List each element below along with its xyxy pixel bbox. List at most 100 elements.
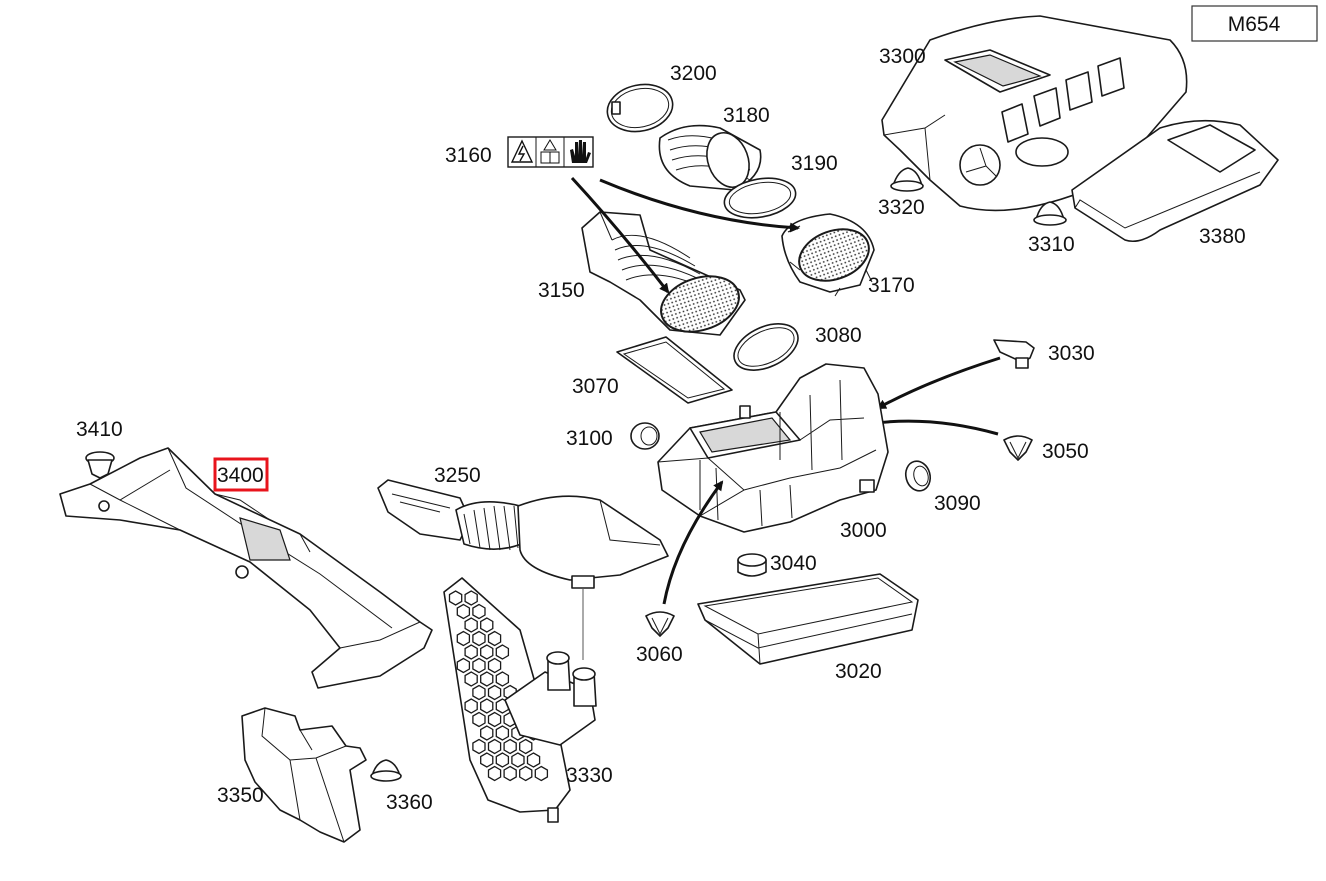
label-3350[interactable]: 3350 xyxy=(217,784,264,807)
label-3190[interactable]: 3190 xyxy=(791,152,838,175)
honeycomb-cell xyxy=(519,738,533,755)
label-3330[interactable]: 3330 xyxy=(566,764,613,787)
model-code-label: M654 xyxy=(1228,13,1281,36)
clamp-3200[interactable] xyxy=(603,79,677,138)
honeycomb-panel-3330[interactable] xyxy=(443,577,597,823)
honeycomb-cell xyxy=(495,671,510,687)
grommet-3310[interactable] xyxy=(1033,201,1067,226)
label-3310[interactable]: 3310 xyxy=(1028,233,1075,256)
arrow-3160-to-3150 xyxy=(570,176,670,294)
honeycomb-cell xyxy=(472,630,486,647)
honeycomb-cell xyxy=(456,657,471,674)
honeycomb-cell xyxy=(503,765,517,782)
clip-3050[interactable] xyxy=(1003,435,1033,461)
label-3400[interactable]: 3400 xyxy=(217,464,264,487)
label-3380[interactable]: 3380 xyxy=(1199,225,1246,248)
label-3360[interactable]: 3360 xyxy=(386,791,433,814)
engine-cover-3300[interactable] xyxy=(881,15,1188,212)
label-3320[interactable]: 3320 xyxy=(878,196,925,219)
honeycomb-cell xyxy=(480,617,494,633)
intake-pipe-3250[interactable] xyxy=(377,479,669,660)
label-3060[interactable]: 3060 xyxy=(636,643,683,666)
grommet-3100[interactable] xyxy=(630,422,660,450)
warning-manual-icon xyxy=(540,139,560,164)
honeycomb-cell xyxy=(495,725,510,741)
label-3020[interactable]: 3020 xyxy=(835,660,882,683)
label-3300[interactable]: 3300 xyxy=(879,45,926,68)
bellows-3180[interactable] xyxy=(658,124,762,194)
honeycomb-cell xyxy=(487,630,502,647)
electric-hazard-icon xyxy=(510,139,534,163)
label-3070[interactable]: 3070 xyxy=(572,375,619,398)
honeycomb-cell xyxy=(519,765,533,782)
honeycomb-cell xyxy=(464,617,478,633)
honeycomb-cell xyxy=(456,630,471,647)
arrow-3060 xyxy=(662,480,724,605)
label-3170[interactable]: 3170 xyxy=(868,274,915,297)
arrow-3030 xyxy=(876,356,1001,410)
label-3150[interactable]: 3150 xyxy=(538,279,585,302)
grommet-3320[interactable] xyxy=(890,167,924,192)
gasket-3070[interactable] xyxy=(616,336,733,404)
arrow-3050 xyxy=(866,417,999,436)
filter-element-3020[interactable] xyxy=(697,573,919,665)
label-3410[interactable]: 3410 xyxy=(76,418,123,441)
seal-ring-3190[interactable] xyxy=(721,173,799,223)
grommet-3360[interactable] xyxy=(370,759,402,782)
sensor-3030[interactable] xyxy=(993,339,1035,369)
honeycomb-cell xyxy=(448,590,463,606)
honeycomb-cell xyxy=(464,644,478,660)
highlight-box-3400 xyxy=(213,457,269,492)
honeycomb-cell xyxy=(480,725,494,741)
label-3180[interactable]: 3180 xyxy=(723,104,770,127)
honeycomb-cell xyxy=(487,684,502,701)
honeycomb-cell xyxy=(480,698,494,714)
honeycomb-cell xyxy=(503,738,517,755)
warning-label-3160[interactable] xyxy=(507,136,594,168)
label-3250[interactable]: 3250 xyxy=(434,464,481,487)
label-3090[interactable]: 3090 xyxy=(934,492,981,515)
cover-panel-3380[interactable] xyxy=(1071,119,1279,243)
label-3030[interactable]: 3030 xyxy=(1048,342,1095,365)
grommet-3090[interactable] xyxy=(903,458,934,493)
honeycomb-cell xyxy=(526,752,541,768)
label-3100[interactable]: 3100 xyxy=(566,427,613,450)
honeycomb-cell xyxy=(472,711,486,728)
honeycomb-cell xyxy=(511,752,525,768)
honeycomb-cell xyxy=(480,671,494,687)
air-duct-3150[interactable] xyxy=(581,211,746,341)
honeycomb-cell xyxy=(464,671,478,687)
honeycomb-cell xyxy=(472,603,486,620)
model-code-box: M654 xyxy=(1191,5,1318,42)
honeycomb-cell xyxy=(464,590,478,606)
honeycomb-cell xyxy=(472,684,486,701)
arrow-3160-to-3170 xyxy=(599,178,800,233)
honeycomb-cell xyxy=(480,752,494,768)
clip-3410[interactable] xyxy=(85,451,115,479)
honeycomb-cell xyxy=(495,644,510,660)
honeycomb-cell xyxy=(487,765,502,782)
damper-3040[interactable] xyxy=(737,553,767,577)
label-3160[interactable]: 3160 xyxy=(445,144,492,167)
honeycomb-cell xyxy=(487,711,502,728)
bracket-panel-3350[interactable] xyxy=(241,707,367,843)
honeycomb-cell xyxy=(456,603,471,620)
clip-3060[interactable] xyxy=(645,611,675,637)
honeycomb-cell xyxy=(464,698,478,714)
hand-icon xyxy=(570,140,591,163)
cowl-panel-3400[interactable] xyxy=(59,447,433,689)
honeycomb-cell xyxy=(487,657,502,674)
label-3040[interactable]: 3040 xyxy=(770,552,817,575)
label-3000[interactable]: 3000 xyxy=(840,519,887,542)
honeycomb-cell xyxy=(472,738,486,755)
label-3050[interactable]: 3050 xyxy=(1042,440,1089,463)
honeycomb-cell xyxy=(487,738,502,755)
label-3200[interactable]: 3200 xyxy=(670,62,717,85)
seal-ring-3080[interactable] xyxy=(727,315,806,380)
intake-housing-3170[interactable] xyxy=(781,213,876,297)
honeycomb-cell xyxy=(495,752,510,768)
label-3080[interactable]: 3080 xyxy=(815,324,862,347)
honeycomb-cell xyxy=(480,644,494,660)
part-number-labels: 3300 3200 3180 3160 3190 3320 3310 3380 … xyxy=(76,45,1246,814)
